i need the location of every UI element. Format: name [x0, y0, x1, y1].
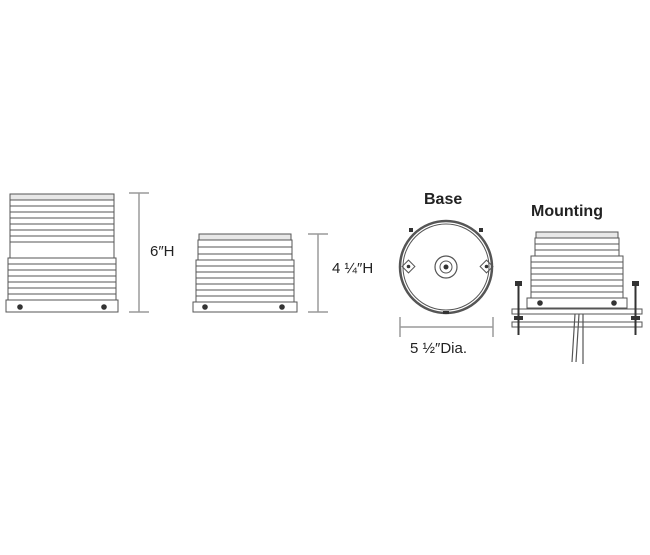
tall-beacon-screw-left	[17, 304, 23, 310]
short-height-label: 4 ¼″H	[332, 260, 374, 277]
tall-height-label: 6″H	[150, 243, 175, 260]
mounting-beacon-ribs	[531, 261, 623, 293]
mounting-title: Mounting	[531, 203, 603, 220]
short-beacon-cap	[198, 233, 292, 241]
mounting-plate-bottom	[511, 321, 643, 328]
base-clip-top-right	[479, 228, 483, 232]
tall-beacon-elevation	[5, 193, 119, 313]
base-diameter-dimension-line	[399, 317, 494, 337]
base-center-hole	[439, 260, 453, 274]
base-clip-bottom	[443, 311, 449, 314]
short-beacon-screw-right	[279, 304, 285, 310]
tall-beacon-base	[5, 299, 119, 313]
short-beacon-ribs	[196, 265, 294, 297]
tall-beacon-lower-ribs	[8, 263, 116, 295]
base-diameter-label: 5 ½″Dia.	[410, 340, 468, 357]
base-center-hub	[434, 255, 458, 279]
tall-height-dimension-line	[129, 192, 149, 313]
base-mount-tab-right	[479, 259, 494, 274]
mounting-beacon-cap	[535, 231, 619, 239]
mounting-beacon-upper-lens	[534, 237, 620, 257]
mounting-screw-right	[611, 300, 617, 306]
tall-beacon-middle-band	[9, 241, 115, 259]
mounting-screw-left	[537, 300, 543, 306]
short-beacon-base	[192, 301, 298, 313]
tall-beacon-cap	[9, 193, 115, 201]
tall-beacon-upper-ribs	[10, 205, 114, 237]
base-title: Base	[424, 191, 463, 208]
base-clip-top-left	[409, 228, 413, 232]
short-beacon-upper-lens	[197, 239, 293, 261]
short-beacon-elevation	[192, 233, 298, 313]
mounting-view	[511, 231, 643, 364]
base-plan-view	[398, 219, 494, 315]
mounting-bolt-left	[514, 281, 523, 335]
short-beacon-screw-left	[202, 304, 208, 310]
mounting-power-cable	[571, 313, 584, 364]
short-height-dimension-line	[308, 233, 328, 313]
mounting-plate-top	[511, 308, 643, 315]
tall-beacon-screw-right	[101, 304, 107, 310]
mounting-beacon-base	[526, 297, 628, 309]
mounting-bolt-right	[631, 281, 640, 335]
base-mount-tab-left	[401, 259, 416, 274]
